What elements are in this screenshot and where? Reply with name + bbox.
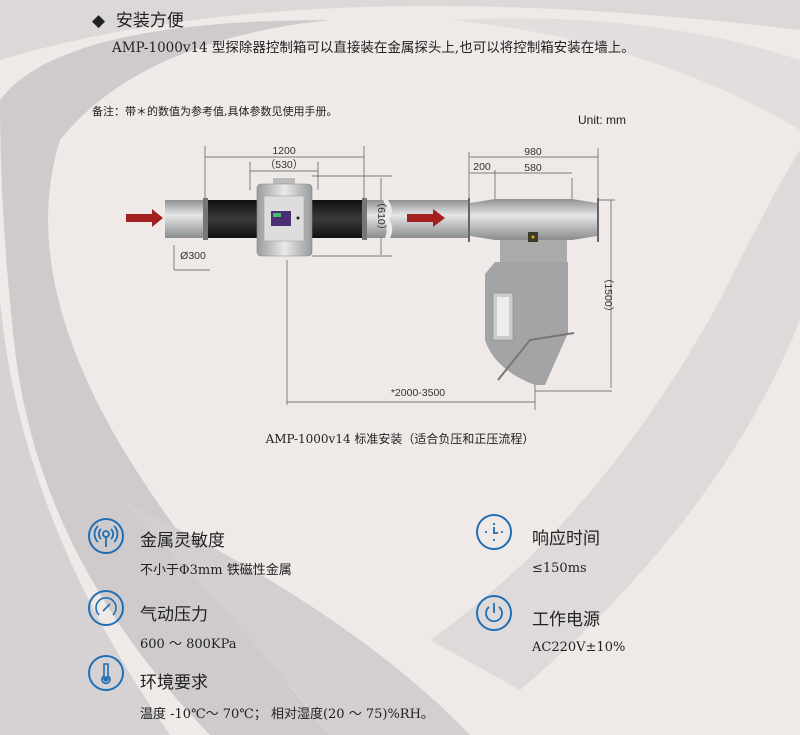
feature-value-response: ≤150ms <box>532 561 587 576</box>
dim-1200: 1200 <box>272 145 296 157</box>
inlet-arrow <box>126 209 163 227</box>
dim-1500: （1500） <box>602 273 614 317</box>
feature-value-power: AC220V±10% <box>532 640 626 655</box>
section-title-text: 安装方便 <box>115 11 184 31</box>
unit-label: Unit: mm <box>578 113 626 127</box>
thermometer-icon <box>88 655 124 691</box>
dim-530: （530） <box>265 159 304 171</box>
feature-value-environment: 温度 -10℃～ 70℃； 相对湿度(20 ～ 75)%RH。 <box>140 707 434 722</box>
feature-title-power: 工作电源 <box>532 610 600 630</box>
dim-610: （610） <box>375 197 387 236</box>
feature-value-sensitivity: 不小于Φ3mm 铁磁性金属 <box>140 563 292 578</box>
section-title: ◆ 安装方便 <box>92 6 184 31</box>
dim-200: 200 <box>473 161 491 173</box>
gauge-icon <box>88 590 124 626</box>
clock-icon <box>476 514 512 550</box>
dim-580: 580 <box>524 162 542 174</box>
outlet-pipe <box>367 200 387 238</box>
diagram-caption: AMP-1000v14 标准安装（适合负压和正压流程） <box>265 432 535 446</box>
dimension-lines <box>173 146 615 410</box>
signal-icon <box>88 518 124 554</box>
feature-title-environment: 环境要求 <box>140 673 208 693</box>
feature-title-response: 响应时间 <box>532 529 600 549</box>
dim-diameter-300: Ø300 <box>180 250 206 262</box>
flow-arrow <box>407 209 445 227</box>
feature-value-pressure: 600 ～ 800KPa <box>140 637 237 652</box>
feature-title-sensitivity: 金属灵敏度 <box>140 531 225 551</box>
control-box <box>256 178 313 257</box>
feature-title-pressure: 气动压力 <box>140 605 208 625</box>
dim-2000-3500: *2000-3500 <box>391 387 445 399</box>
inlet-pipe <box>165 200 205 238</box>
installation-diagram: 1200 （530） 980 200 580 （610） （1500） Ø300… <box>126 145 615 410</box>
dim-980: 980 <box>524 146 542 158</box>
tee-separator <box>468 198 599 385</box>
intro-text: AMP-1000v14 型探除器控制箱可以直接装在金属探头上,也可以将控制箱安装… <box>112 40 635 56</box>
note-text: 备注：带＊的数值为参考值,具体参数见使用手册。 <box>92 105 338 118</box>
power-icon <box>476 595 512 631</box>
diamond-bullet-icon: ◆ <box>92 11 106 31</box>
